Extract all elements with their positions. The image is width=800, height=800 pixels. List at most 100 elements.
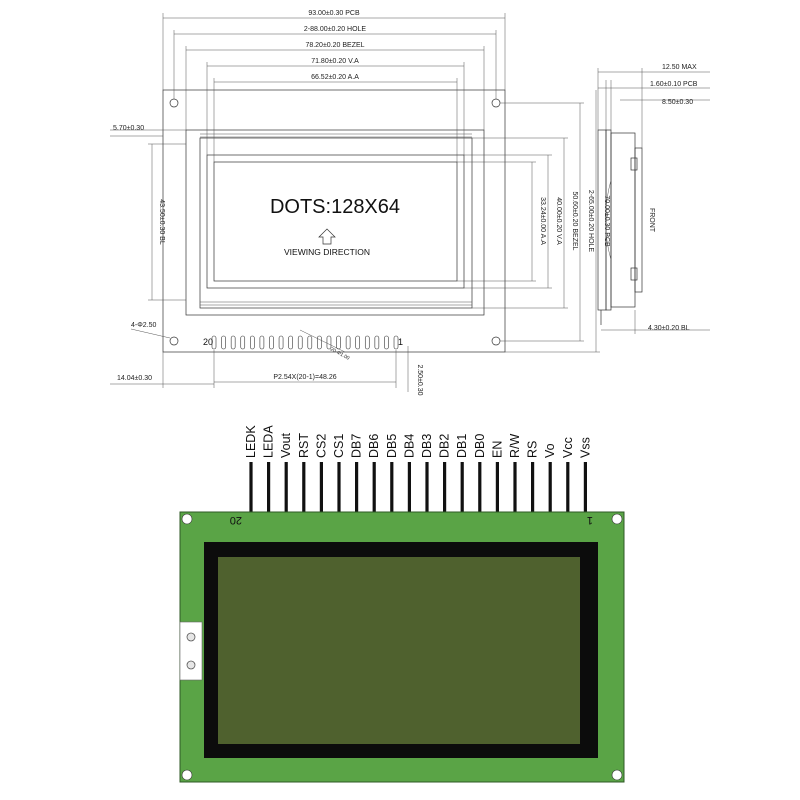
dim-va-height: 40.00±0.20 V.A bbox=[555, 197, 562, 245]
module-pin bbox=[372, 462, 376, 514]
mount-hole bbox=[611, 769, 623, 781]
header-pin bbox=[230, 335, 236, 350]
pin-label-db7: DB7 bbox=[350, 434, 364, 458]
header-pin bbox=[345, 335, 351, 350]
pin-label-db2: DB2 bbox=[438, 434, 452, 458]
pin-label-rw: R/W bbox=[508, 434, 522, 459]
dim-pin-pitch: P2.54X(20-1)=48.26 bbox=[273, 374, 336, 381]
pcb-outline bbox=[162, 89, 506, 353]
mount-hole bbox=[169, 98, 179, 108]
module-pin bbox=[513, 462, 517, 514]
module-pin bbox=[478, 462, 482, 514]
module-pin bbox=[390, 462, 394, 514]
pin-label-leda: LEDA bbox=[262, 425, 276, 458]
pin-label-vo: Vo bbox=[543, 443, 557, 458]
pin-label-db6: DB6 bbox=[367, 434, 381, 458]
header-pin bbox=[240, 335, 246, 350]
pin-label-db4: DB4 bbox=[402, 434, 416, 458]
module-pin bbox=[407, 462, 411, 514]
viewing-area-outline bbox=[206, 154, 465, 289]
header-pin bbox=[278, 335, 284, 350]
dim-hole-diameter: 4-Φ2.50 bbox=[131, 322, 157, 329]
dim-side-bl: 4.30±0.20 BL bbox=[648, 325, 690, 332]
dim-pcb-height: 70.00±0.30 PCB bbox=[603, 195, 610, 247]
dim-side-max: 12.50 MAX bbox=[662, 64, 697, 71]
dim-aa-height: 33.24±0.00 A.A bbox=[539, 197, 546, 245]
mount-hole bbox=[491, 336, 501, 346]
lcd-screen bbox=[218, 557, 580, 744]
active-area-outline bbox=[213, 161, 458, 282]
mount-hole bbox=[169, 336, 179, 346]
dim-side-height: 8.50±0.30 bbox=[662, 99, 693, 106]
module-pin bbox=[495, 462, 499, 514]
header-pin bbox=[211, 335, 217, 350]
header-pin bbox=[336, 335, 341, 350]
module-pin bbox=[319, 462, 323, 514]
viewing-direction-arrow-icon bbox=[318, 228, 336, 245]
header-pin bbox=[269, 335, 274, 350]
header-pin bbox=[326, 335, 332, 350]
module-pin bbox=[284, 462, 288, 514]
dim-pin-offset: 14.04±0.30 bbox=[117, 375, 152, 382]
pin-wires bbox=[249, 462, 587, 514]
viewing-direction-label: VIEWING DIRECTION bbox=[284, 247, 370, 257]
module-pin bbox=[443, 462, 447, 514]
pin-label-cs1: CS1 bbox=[332, 434, 346, 458]
pin-label-en: EN bbox=[490, 441, 504, 458]
mount-hole bbox=[611, 513, 623, 525]
header-pin bbox=[364, 335, 370, 350]
pin-label-vcc: Vcc bbox=[561, 437, 575, 458]
backlight-outline bbox=[185, 129, 485, 316]
pin-label-cs2: CS2 bbox=[314, 434, 328, 458]
front-label: FRONT bbox=[648, 208, 655, 233]
pin-label-db3: DB3 bbox=[420, 434, 434, 458]
header-pin bbox=[288, 335, 293, 350]
module-pin bbox=[249, 462, 253, 514]
dim-pcb-width: 93.00±0.30 PCB bbox=[308, 10, 360, 17]
mount-hole bbox=[491, 98, 501, 108]
bezel-outline bbox=[199, 137, 473, 309]
pin-label-rs: RS bbox=[526, 441, 540, 458]
header-pin bbox=[317, 335, 322, 350]
pin-label-vss: Vss bbox=[578, 437, 592, 458]
module-pin20-label: 20 bbox=[230, 514, 242, 526]
header-pin bbox=[221, 335, 226, 350]
led-connector bbox=[179, 621, 203, 681]
led-pad bbox=[186, 632, 196, 642]
header-pin bbox=[250, 335, 255, 350]
pin-label-db5: DB5 bbox=[385, 434, 399, 458]
header-pin bbox=[297, 335, 303, 350]
dim-bezel-width: 78.20±0.20 BEZEL bbox=[305, 42, 364, 49]
dim-left-offset: 5.70±0.30 bbox=[113, 125, 144, 132]
pin-header bbox=[211, 335, 399, 350]
module-pin bbox=[337, 462, 341, 514]
dim-bl-height: 43.50±0.30 BL bbox=[158, 199, 165, 245]
dots-label: DOTS:128X64 bbox=[270, 196, 400, 218]
header-pin bbox=[307, 335, 313, 350]
module-pin bbox=[566, 462, 570, 514]
pin20-label: 20 bbox=[203, 337, 213, 347]
pin-label-vout: Vout bbox=[279, 432, 293, 458]
pin1-label: 1 bbox=[398, 337, 403, 347]
header-pin bbox=[393, 335, 399, 350]
dim-va-width: 71.80±0.20 V.A bbox=[311, 58, 359, 65]
dim-hole-height: 2-65.00±0.20 HOLE bbox=[587, 190, 594, 253]
header-pin bbox=[384, 335, 389, 350]
dim-side-pcb: 1.60±0.10 PCB bbox=[650, 81, 698, 88]
header-pin bbox=[355, 335, 361, 350]
dim-pin-length: 2.50±0.30 bbox=[416, 364, 423, 395]
dim-bezel-height: 50.60±0.20 BEZEL bbox=[571, 191, 578, 250]
module-pin bbox=[548, 462, 552, 514]
led-pad bbox=[186, 660, 196, 670]
module-pin bbox=[302, 462, 306, 514]
module-pin bbox=[583, 462, 587, 514]
module-pin bbox=[355, 462, 359, 514]
side-view-drawing: FRONT 12.50 MAX 1.60±0.10 PCB 8.50±0.30 … bbox=[597, 64, 710, 334]
module-pin bbox=[267, 462, 271, 514]
pin-label-db0: DB0 bbox=[473, 434, 487, 458]
module-pin bbox=[425, 462, 429, 514]
module-pin bbox=[531, 462, 535, 514]
